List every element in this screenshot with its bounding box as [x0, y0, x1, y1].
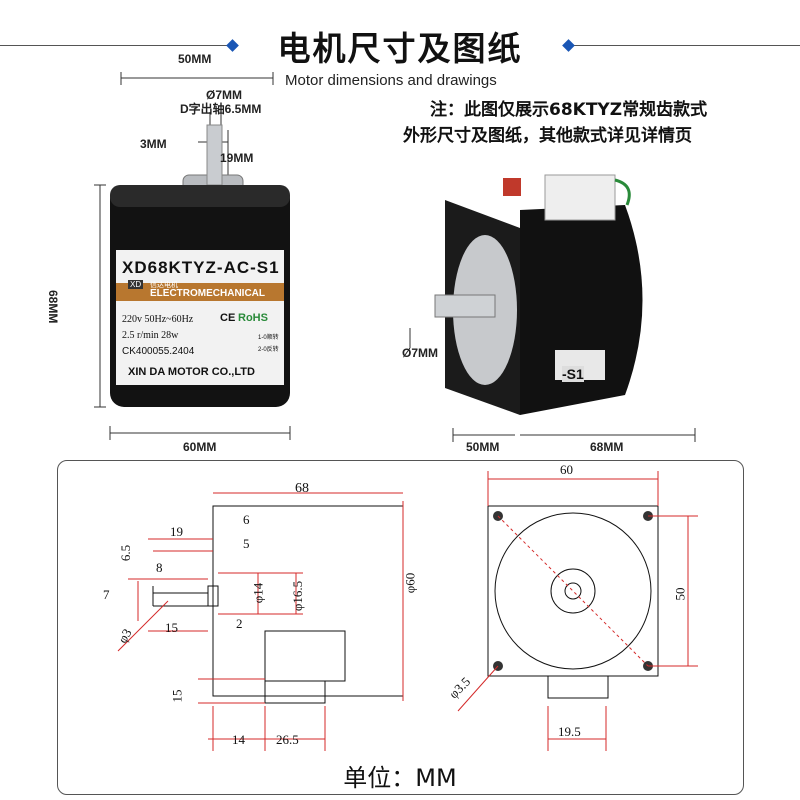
label-spec-1: 220v 50Hz~60Hz — [122, 314, 194, 325]
label-wiring-2: 2-0反转 — [258, 347, 279, 353]
label-spec-2: 2.5 r/min 28w — [122, 330, 179, 341]
label-rohs: RoHS — [238, 312, 268, 324]
draw-side-15b: 15 — [169, 689, 185, 703]
side-dim-right: 68MM — [590, 440, 624, 454]
draw-front-60: 60 — [560, 462, 573, 477]
front-dim-height: 68MM — [46, 290, 60, 324]
draw-front-19-5: 19.5 — [558, 724, 581, 739]
draw-side-68: 68 — [295, 481, 309, 496]
front-dim-width-bottom: 60MM — [183, 440, 217, 454]
drawing-panel — [57, 460, 744, 795]
side-dim-left: 50MM — [466, 440, 500, 454]
label-category: ELECTROMECHANICAL — [150, 288, 265, 299]
front-dim-shaft-len: 19MM — [220, 151, 254, 165]
draw-side-14b: 14 — [232, 732, 245, 747]
draw-side-8: 8 — [156, 560, 163, 575]
front-dim-flat: 3MM — [140, 137, 167, 151]
draw-side-7: 7 — [103, 587, 110, 602]
label-wiring-1: 1-0顺转 — [258, 335, 279, 341]
note-line-1: 注：此图仅展示68KTYZ常规齿款式 — [430, 100, 708, 120]
draw-side-phi60: φ60 — [402, 572, 418, 594]
front-dim-width-top: 50MM — [178, 52, 212, 66]
draw-side-6: 6 — [243, 512, 250, 527]
note-line-2: 外形尺寸及图纸，其他款式详见详情页 — [403, 126, 692, 146]
front-dim-d-shaft: D字出轴6.5MM — [180, 102, 262, 116]
unit-label: 单位：MM — [343, 764, 457, 792]
motor-front-photo — [88, 55, 318, 445]
title-rule-left — [0, 45, 232, 46]
draw-side-6-5: 6.5 — [118, 544, 134, 562]
draw-side-phi14: φ14 — [250, 582, 266, 604]
side-dim-shaft-dia: Ø7MM — [402, 346, 438, 360]
draw-side-19: 19 — [170, 524, 183, 539]
page-title: 电机尺寸及图纸 — [277, 29, 523, 68]
draw-side-15: 15 — [165, 620, 178, 635]
draw-side-phi16-5: φ16.5 — [290, 580, 306, 612]
label-serial: CK400055.2404 — [122, 346, 195, 357]
side-label-fragment: -S1 — [562, 366, 584, 382]
title-rule-right — [566, 45, 800, 46]
draw-side-2: 2 — [236, 616, 243, 631]
label-ce: CE — [220, 312, 236, 324]
draw-side-26-5: 26.5 — [276, 732, 299, 747]
draw-front-50: 50 — [672, 587, 688, 601]
page-subtitle: Motor dimensions and drawings — [285, 72, 497, 89]
label-brand-small: 信达电机 — [150, 282, 178, 289]
label-model: XD68KTYZ-AC-S1 — [122, 258, 280, 277]
label-brand-badge: XD — [128, 280, 144, 289]
front-dim-shaft-dia: Ø7MM — [206, 88, 242, 102]
label-maker: XIN DA MOTOR CO.,LTD — [128, 366, 255, 378]
draw-side-5: 5 — [243, 536, 250, 551]
motor-side-photo — [395, 150, 725, 450]
